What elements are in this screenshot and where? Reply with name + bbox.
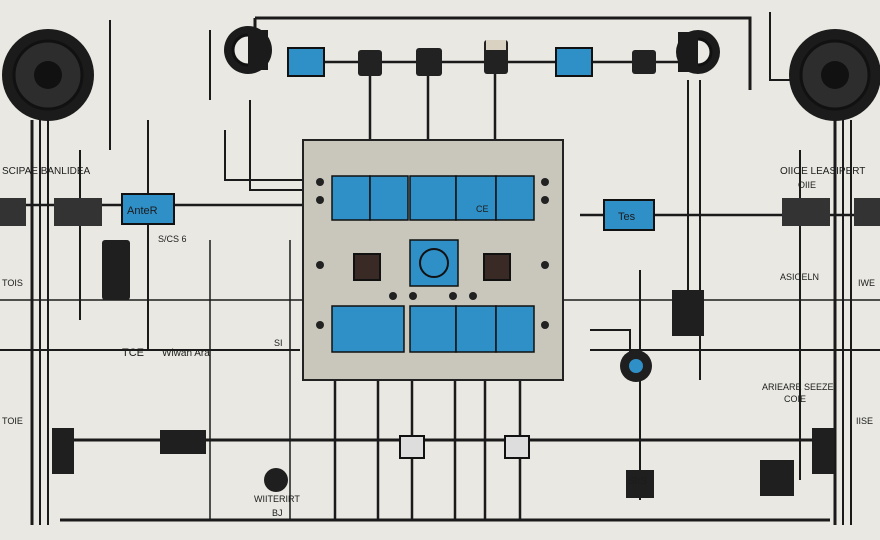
bottom-right-label: SIIS (628, 476, 647, 487)
relay-icon (782, 198, 830, 226)
left-header-label: SCIPAE BANLIDEA (2, 166, 91, 177)
motor-icon (264, 468, 288, 492)
right-mid-label-3: COIE (784, 394, 806, 404)
left-edge-label-2: TOIE (2, 416, 23, 426)
left-module-label: AnteR (127, 205, 158, 217)
right-mid-label: ASIOELN (780, 272, 819, 282)
speaker-icon (224, 26, 272, 74)
fuse-icon (483, 253, 511, 281)
right-module (603, 199, 655, 231)
meter-icon (419, 248, 449, 278)
motor-icon (760, 460, 794, 496)
right-header-sublabel: OIIE (798, 180, 816, 190)
wires (0, 12, 880, 525)
relay-icon (54, 198, 102, 226)
fuse-icon (353, 253, 381, 281)
left-module-sublabel: S/CS 6 (158, 234, 187, 244)
bottom-left-sublabel: BJ (272, 508, 283, 518)
terminal-screws (316, 178, 549, 329)
relay-icon (102, 240, 130, 300)
speaker-icon (789, 29, 880, 121)
left-module (121, 193, 175, 225)
right-edge-label-2: IISE (856, 416, 873, 426)
misc-label-b: CE (476, 204, 489, 214)
relay-icon (504, 435, 530, 459)
relay-icon (399, 435, 425, 459)
relay-icon (812, 428, 834, 474)
relay-icon (626, 470, 654, 498)
relay-icon (160, 430, 206, 454)
speaker-icon (2, 29, 94, 121)
left-mid-label: TCE (122, 347, 144, 359)
panel-blue-modules (331, 175, 535, 353)
bottom-left-label: WIITERIRT (254, 494, 300, 504)
right-mid-label-2: ARIEARE SEEZE (762, 382, 834, 392)
relay-icon (0, 198, 26, 226)
motor-icon (672, 290, 704, 336)
relay-icon (854, 198, 880, 226)
top-blue-block (555, 47, 593, 77)
relay-icon (52, 428, 74, 474)
right-module-label: Tes (618, 211, 636, 223)
left-mid-label-2: Wiwan Ara (162, 348, 210, 359)
misc-label-a: SI (274, 338, 283, 348)
right-header-label: OIIOE LEASIPERT (780, 166, 865, 177)
relay-icon (358, 40, 656, 76)
top-blue-block (287, 47, 325, 77)
left-edge-label: TOIS (2, 278, 23, 288)
right-edge-label: IWE (858, 278, 875, 288)
speaker-icon (676, 30, 720, 74)
